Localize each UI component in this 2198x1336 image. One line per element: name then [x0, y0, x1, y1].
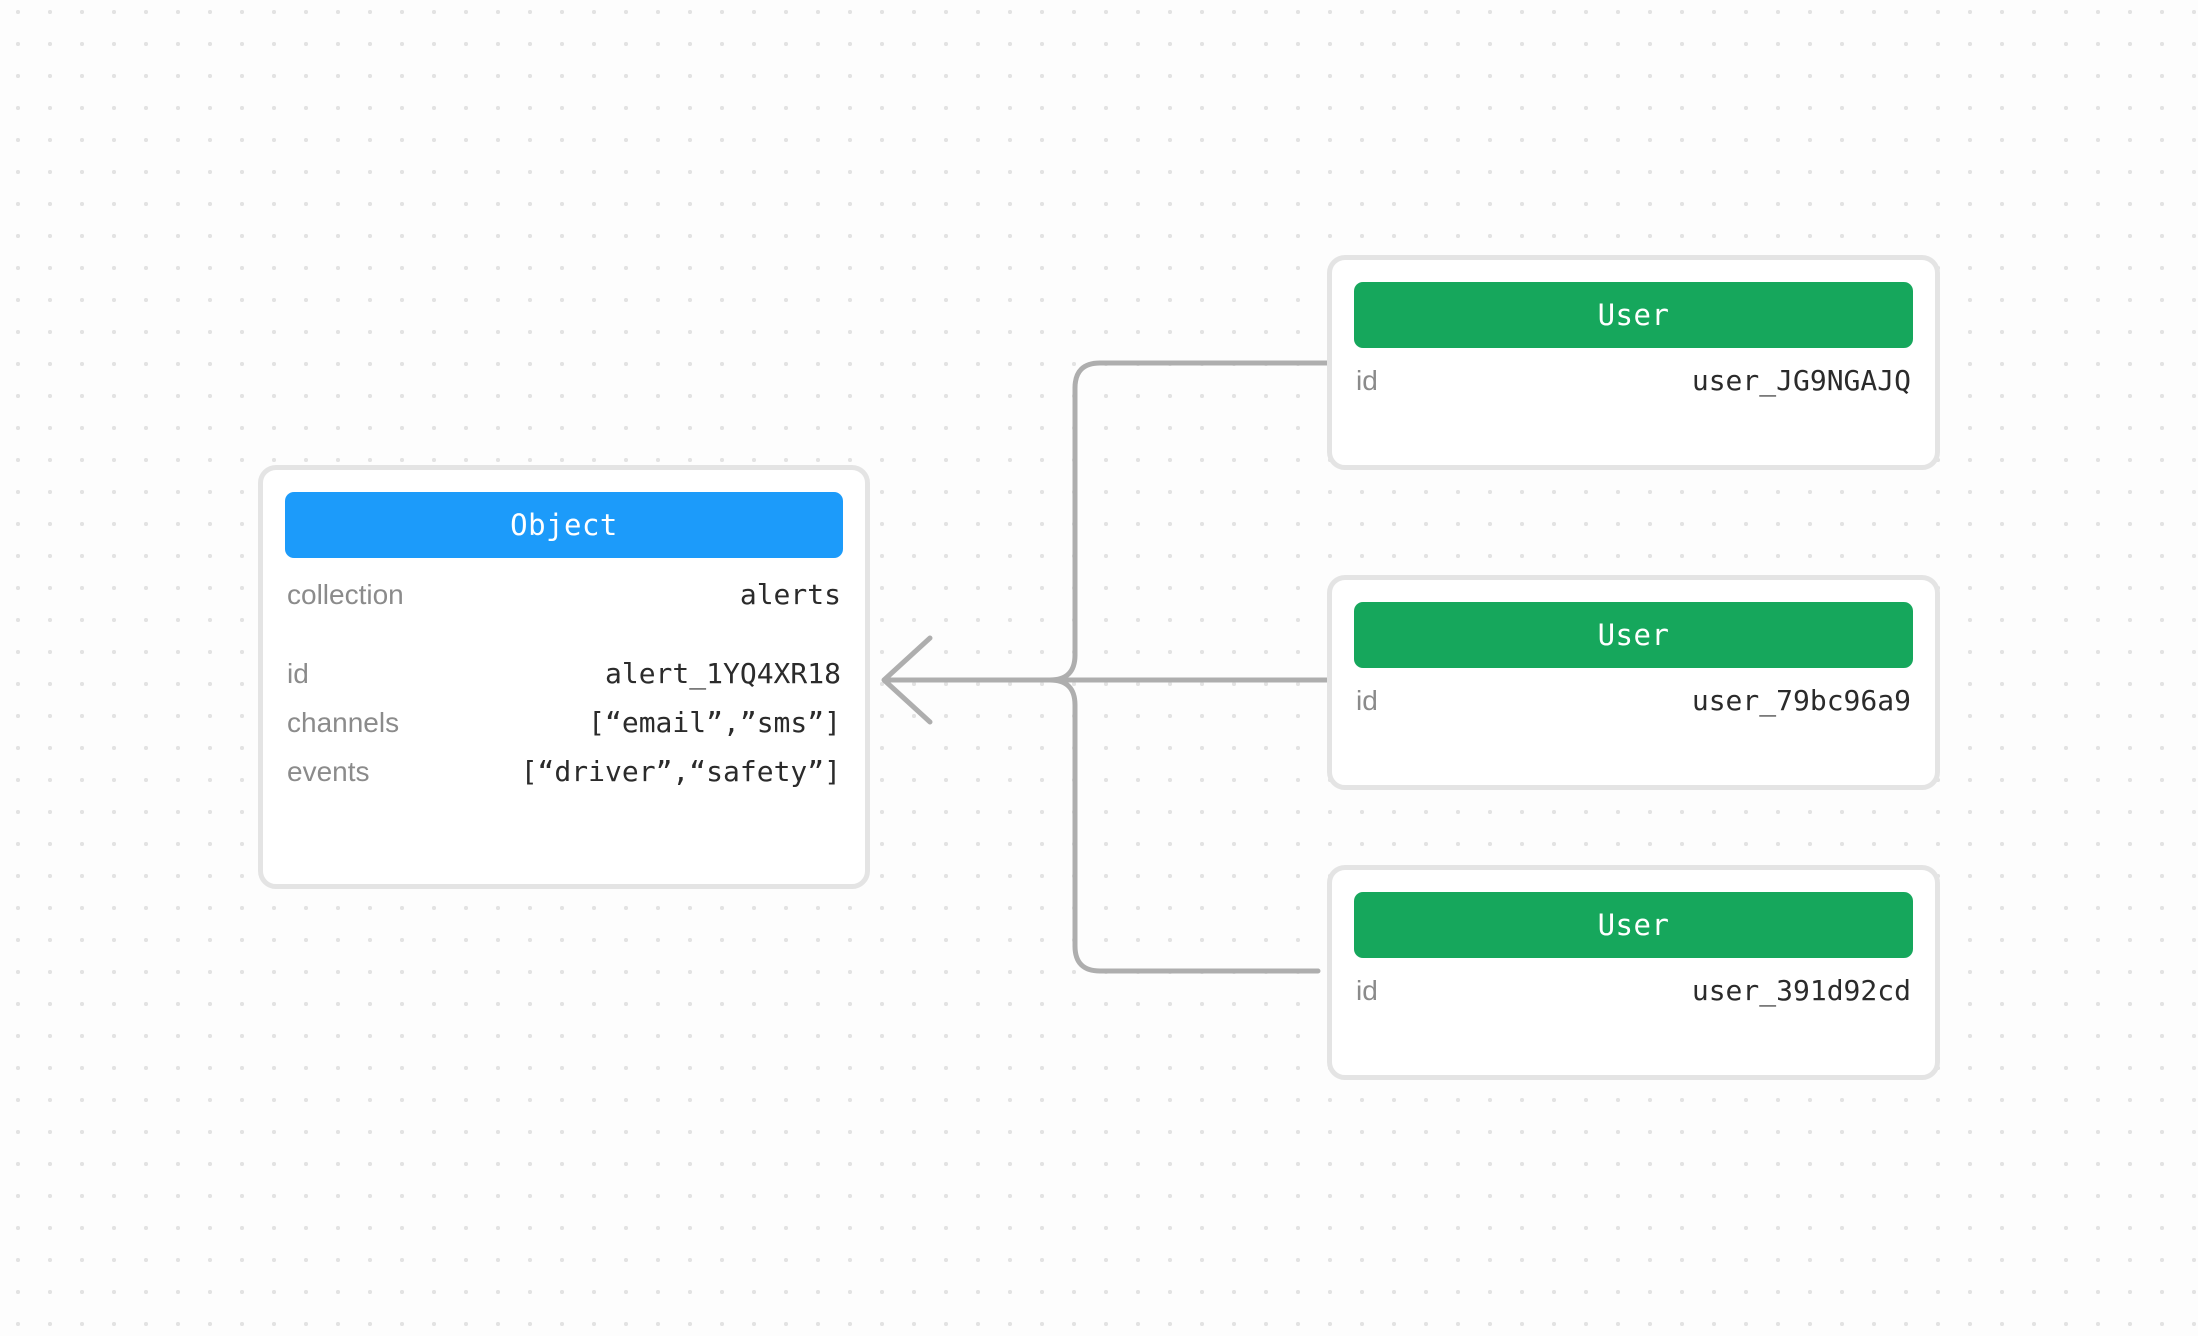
- node-user-0-type-label: User: [1354, 282, 1913, 348]
- field-row-id: id user_JG9NGAJQ: [1356, 356, 1911, 405]
- field-row-id: id user_391d92cd: [1356, 966, 1911, 1015]
- field-key: id: [1356, 685, 1378, 716]
- node-user-1[interactable]: User id user_79bc96a9: [1327, 575, 1940, 790]
- node-user-1-type-label: User: [1354, 602, 1913, 668]
- field-value: user_79bc96a9: [1691, 684, 1911, 717]
- field-value: [“email”,”sms”]: [588, 706, 841, 739]
- node-user-2-type-label: User: [1354, 892, 1913, 958]
- node-user-0-fields: id user_JG9NGAJQ: [1332, 348, 1935, 421]
- edge-arrowhead-icon: [881, 635, 933, 725]
- field-key: id: [287, 658, 309, 689]
- node-object[interactable]: Object collection alerts id alert_1YQ4XR…: [258, 465, 870, 889]
- field-value: user_JG9NGAJQ: [1691, 364, 1911, 397]
- field-key: events: [287, 756, 370, 787]
- field-row-channels: channels [“email”,”sms”]: [287, 698, 841, 747]
- field-row-events: events [“driver”,“safety”]: [287, 747, 841, 796]
- field-group: collection alerts: [287, 570, 841, 619]
- node-object-type-label: Object: [285, 492, 843, 558]
- node-user-1-fields: id user_79bc96a9: [1332, 668, 1935, 741]
- field-key: collection: [287, 579, 404, 610]
- field-value: alert_1YQ4XR18: [604, 657, 841, 690]
- field-key: channels: [287, 707, 400, 738]
- node-object-fields: collection alerts id alert_1YQ4XR18 chan…: [263, 558, 865, 812]
- edge-user-0: [882, 360, 1333, 683]
- node-user-0[interactable]: User id user_JG9NGAJQ: [1327, 255, 1940, 470]
- field-value: alerts: [739, 578, 841, 611]
- edge-user-2: [882, 677, 1321, 974]
- field-row-id: id alert_1YQ4XR18: [287, 649, 841, 698]
- field-row-collection: collection alerts: [287, 570, 841, 619]
- field-row-id: id user_79bc96a9: [1356, 676, 1911, 725]
- field-group: id alert_1YQ4XR18 channels [“email”,”sms…: [287, 649, 841, 796]
- field-value: [“driver”,“safety”]: [520, 755, 841, 788]
- node-user-2[interactable]: User id user_391d92cd: [1327, 865, 1940, 1080]
- field-key: id: [1356, 975, 1378, 1006]
- field-value: user_391d92cd: [1691, 974, 1911, 1007]
- field-key: id: [1356, 365, 1378, 396]
- node-user-2-fields: id user_391d92cd: [1332, 958, 1935, 1031]
